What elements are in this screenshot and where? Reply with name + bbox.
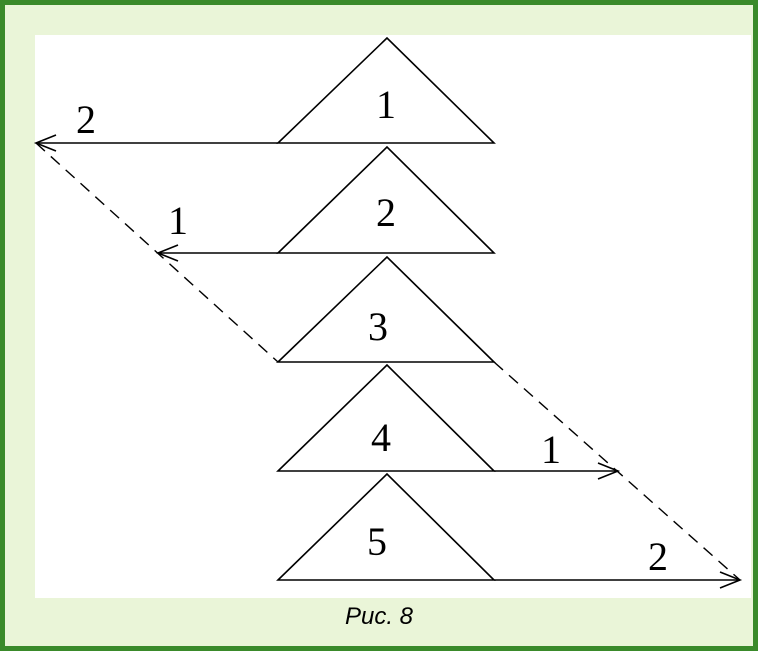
- diagram-canvas: [35, 35, 751, 598]
- triangle-4-label: 4: [371, 415, 391, 460]
- triangle-5-label: 5: [367, 519, 387, 564]
- triangle-5: [276, 472, 496, 581]
- arrow-left-inner-label: 1: [168, 198, 188, 243]
- triangle-2-label: 2: [376, 190, 396, 235]
- dashed-guide-left: [35, 142, 279, 363]
- arrow-right-outer-label: 2: [648, 534, 668, 579]
- dashed-guide-right: [493, 361, 741, 581]
- triangle-1: [276, 36, 496, 144]
- triangle-4: [276, 363, 496, 472]
- arrow-left-outer-label: 2: [76, 97, 96, 142]
- triangle-2: [276, 145, 496, 254]
- figure-caption: Рис. 8: [344, 603, 414, 630]
- triangle-1-label: 1: [376, 82, 396, 127]
- triangle-3-label: 3: [368, 304, 388, 349]
- triangle-3: [276, 255, 496, 363]
- arrow-right-inner-label: 1: [541, 427, 561, 472]
